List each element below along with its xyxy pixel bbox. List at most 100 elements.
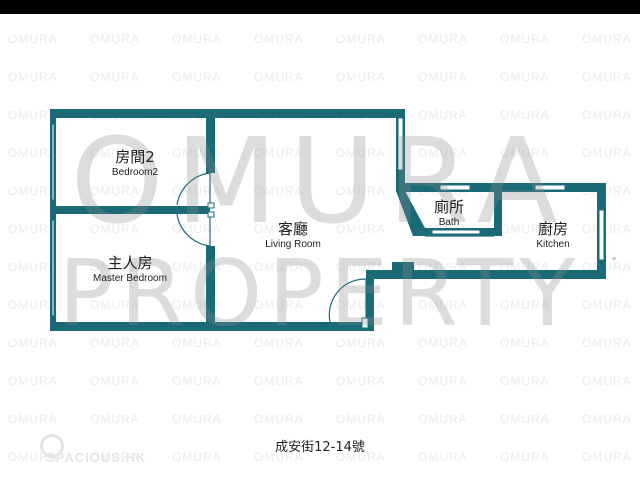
watermark-tile: OMURA <box>8 184 58 198</box>
watermark-tile: OMURA <box>172 32 222 46</box>
watermark-tile: OMURA <box>8 336 58 350</box>
watermark-tile: OMURA <box>418 450 468 464</box>
watermark-tile: OMURA <box>8 374 58 388</box>
wall-bath-diagonal <box>396 191 425 236</box>
watermark-tile: OMURA <box>172 412 222 426</box>
watermark-tile: OMURA <box>500 450 550 464</box>
room-master-en: Master Bedroom <box>93 273 167 284</box>
watermark-tile: OMURA <box>90 374 140 388</box>
watermark-tile: OMURA <box>582 336 632 350</box>
watermark-tile: OMURA <box>172 450 222 464</box>
watermark-tile: OMURA <box>418 298 468 312</box>
wall-step <box>366 270 374 331</box>
watermark-tile: OMURA <box>90 146 140 160</box>
watermark-tile: OMURA <box>8 412 58 426</box>
watermark-tile: OMURA <box>500 146 550 160</box>
watermark-tile: OMURA <box>90 412 140 426</box>
watermark-tile: OMURA <box>336 222 386 236</box>
window-bath-top <box>439 184 471 191</box>
room-living-zh: 客廳 <box>277 220 308 238</box>
watermark-tile: OMURA <box>582 32 632 46</box>
watermark-tile: OMURA <box>90 222 140 236</box>
watermark-tile: OMURA <box>254 298 304 312</box>
jamb-bedroom2 <box>207 202 215 209</box>
jamb-front <box>361 317 369 329</box>
door-jambs <box>207 202 369 329</box>
room-kitchen: 廚房 Kitchen <box>520 220 586 252</box>
room-kitchen-en: Kitchen <box>536 239 570 250</box>
room-bath: 廁所 Bath <box>424 198 474 230</box>
room-bedroom2: 房間2 Bedroom2 <box>90 148 180 180</box>
watermark-tile: OMURA <box>582 146 632 160</box>
door-front-arc <box>328 278 367 327</box>
door-master-arc <box>176 213 211 247</box>
room-bath-en: Bath <box>438 217 460 228</box>
watermark-tile: OMURA <box>336 70 386 84</box>
watermark-tile: OMURA <box>418 146 468 160</box>
room-kitchen-zh: 廚房 <box>537 220 568 238</box>
watermark-tile: OMURA <box>8 260 58 274</box>
window-left-1 <box>51 123 55 201</box>
watermark-tile: OMURA <box>336 146 386 160</box>
room-bedroom2-en: Bedroom2 <box>111 167 159 178</box>
watermark-tile: OMURA <box>418 108 468 122</box>
spacious-logo-text: SPACIOUS.HK <box>46 450 147 465</box>
watermark-tile: OMURA <box>254 336 304 350</box>
watermark-tile: OMURA <box>418 412 468 426</box>
jamb-master <box>207 211 215 218</box>
watermark-tile: OMURA <box>254 374 304 388</box>
watermark-tile: OMURA <box>418 32 468 46</box>
door-bedroom2-arc <box>176 172 211 206</box>
watermark-tile: OMURA <box>500 108 550 122</box>
watermark-tile: OMURA <box>418 70 468 84</box>
watermark-tile: OMURA <box>254 412 304 426</box>
room-living: 客廳 Living Room <box>248 220 338 252</box>
watermark-tile: OMURA <box>254 260 304 274</box>
watermark-tile: OMURA <box>90 298 140 312</box>
watermark-tile: OMURA <box>8 70 58 84</box>
wall-bath-right <box>494 183 502 235</box>
room-master-zh: 主人房 <box>107 254 153 272</box>
watermark-tile: OMURA <box>500 336 550 350</box>
watermark-tile: OMURA <box>582 222 632 236</box>
watermark-tile: OMURA <box>500 412 550 426</box>
address-caption: 成安街12-14號 <box>275 440 365 455</box>
watermark-tiles: OMURA OMURA OMURA OMURA OMURA OMURA OMURA OMURA… <box>0 14 640 480</box>
watermark-tile: OMURA <box>254 32 304 46</box>
watermark-tile: OMURA <box>90 70 140 84</box>
window-left-2 <box>51 219 55 317</box>
watermark-tile: OMURA <box>8 298 58 312</box>
watermark-tile: OMURA <box>336 336 386 350</box>
room-bath-zh: 廁所 <box>433 198 464 216</box>
column-block <box>392 262 414 279</box>
spacious-logo-icon <box>40 434 64 458</box>
watermark-tile: OMURA <box>418 374 468 388</box>
watermark-tile: OMURA <box>500 32 550 46</box>
room-living-en: Living Room <box>265 239 321 250</box>
watermark-tile: OMURA <box>172 70 222 84</box>
wall-bedrooms-right-upper <box>206 109 215 173</box>
watermark-tile: OMURA <box>582 298 632 312</box>
watermark-tile: OMURA <box>8 146 58 160</box>
watermark-tile: OMURA <box>254 146 304 160</box>
watermark-tile: OMURA <box>582 374 632 388</box>
wall-bedrooms-right-lower <box>206 246 215 331</box>
watermark-tile: OMURA <box>336 184 386 198</box>
windows <box>51 117 605 317</box>
watermark-tile: OMURA <box>172 336 222 350</box>
watermark-tile: OMURA <box>90 184 140 198</box>
watermark-tile: OMURA <box>582 450 632 464</box>
watermark-tile: OMURA <box>500 298 550 312</box>
watermark-tile: OMURA <box>582 412 632 426</box>
watermark-tile: OMURA <box>172 222 222 236</box>
watermark-tile: OMURA <box>8 108 58 122</box>
wall-bedroom-divider <box>50 206 210 214</box>
watermark-tile: OMURA <box>90 260 140 274</box>
watermark-tile: OMURA <box>254 222 304 236</box>
watermark-tile: OMURA <box>418 336 468 350</box>
watermark-tile: OMURA <box>500 70 550 84</box>
room-master: 主人房 Master Bedroom <box>70 254 190 286</box>
watermark-tile: OMURA <box>336 412 386 426</box>
watermark-tile: OMURA <box>172 374 222 388</box>
